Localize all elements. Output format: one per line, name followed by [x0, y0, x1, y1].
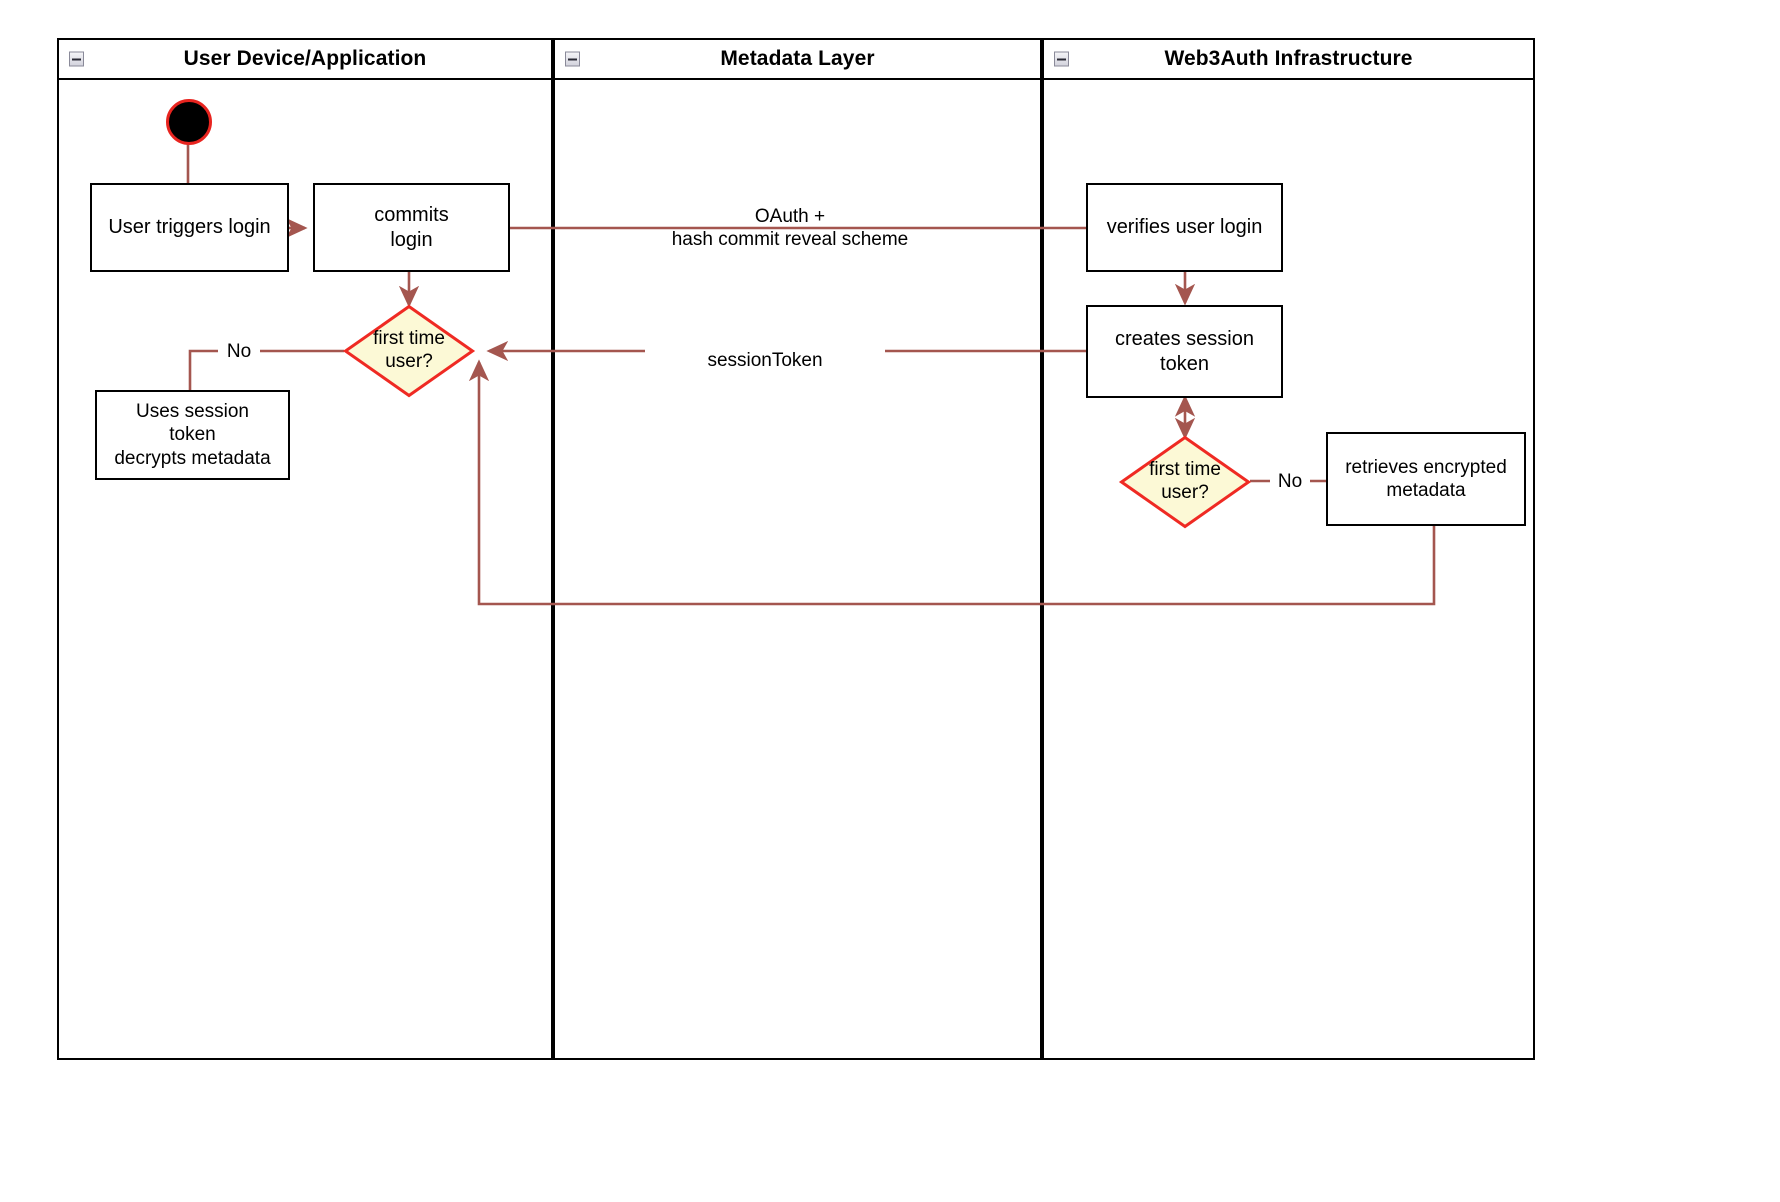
edge-label-no-right: No [1270, 470, 1310, 494]
action-label: retrieves encrypted metadata [1345, 456, 1507, 501]
collapse-minus-icon[interactable] [565, 51, 580, 67]
decision-first-time-user-left[interactable]: first time user? [342, 304, 476, 398]
decision-first-time-user-right[interactable]: first time user? [1118, 435, 1252, 529]
lane-title-metadata: Metadata Layer [720, 47, 875, 70]
edge-label-oauth: OAuth + hash commit reveal scheme [671, 206, 909, 251]
action-label: verifies user login [1106, 216, 1263, 239]
lane-header-web3auth[interactable]: Web3Auth Infrastructure [1042, 38, 1535, 80]
edge-label-session-token: sessionToken [645, 349, 885, 373]
initial-node[interactable] [166, 99, 212, 145]
action-retrieves-encrypted-metadata[interactable]: retrieves encrypted metadata [1326, 432, 1526, 526]
collapse-minus-icon[interactable] [69, 51, 84, 67]
action-label: creates session token [1115, 328, 1254, 375]
lane-title-web3auth: Web3Auth Infrastructure [1164, 47, 1413, 70]
lane-header-user-device[interactable]: User Device/Application [57, 38, 553, 80]
action-user-triggers-login[interactable]: User triggers login [90, 183, 289, 272]
action-verifies-user-login[interactable]: verifies user login [1086, 183, 1283, 272]
lane-title-user-device: User Device/Application [183, 47, 427, 70]
edge-label-no-left: No [218, 340, 260, 364]
action-label: Uses session token decrypts metadata [114, 401, 271, 469]
action-creates-session-token[interactable]: creates session token [1086, 305, 1283, 398]
collapse-minus-icon[interactable] [1054, 51, 1069, 67]
action-commits-login[interactable]: commits login [313, 183, 510, 272]
action-label: User triggers login [108, 216, 271, 239]
lane-metadata-body [553, 38, 1042, 1060]
action-uses-session-token[interactable]: Uses session token decrypts metadata [95, 390, 290, 480]
lane-header-metadata[interactable]: Metadata Layer [553, 38, 1042, 80]
action-label: commits login [374, 204, 449, 251]
